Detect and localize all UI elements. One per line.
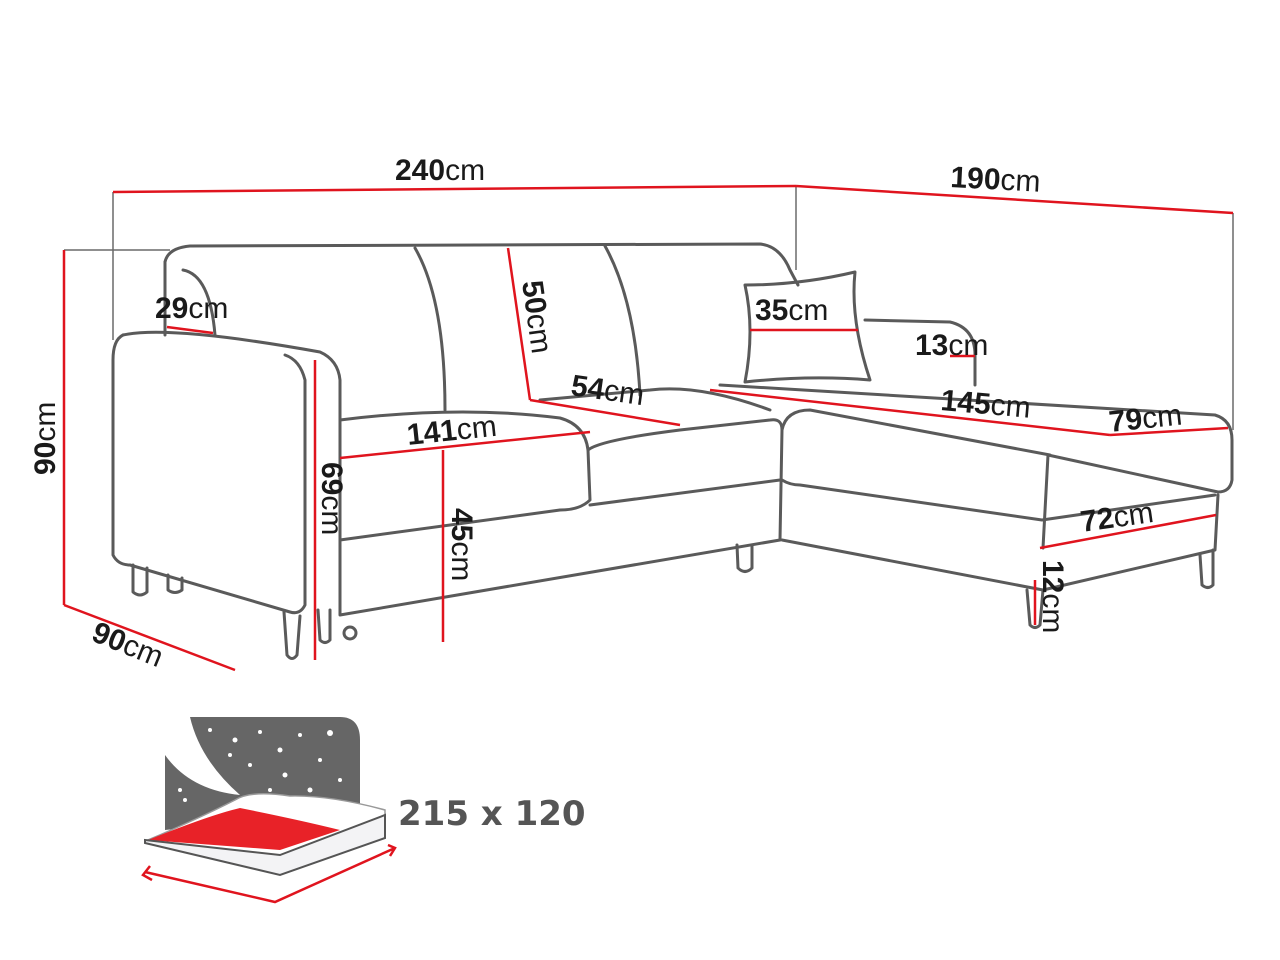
label-cushion: 35cm — [755, 294, 828, 327]
label-seat-height: 45cm — [445, 508, 478, 581]
dimension-labels: 240cm 190cm 90cm 90cm 29cm 50cm 35cm 13c… — [29, 154, 1184, 674]
bed-night-icon: 215 x 120 — [141, 717, 586, 904]
sofa-outline — [111, 242, 1234, 660]
label-chaise-arm: 13cm — [915, 329, 988, 362]
label-height: 90cm — [29, 402, 62, 475]
label-chaise-length: 190cm — [950, 161, 1042, 199]
extension-lines — [64, 186, 1234, 430]
label-chaise-width: 79cm — [1107, 398, 1183, 438]
label-armrest-width: 29cm — [155, 292, 228, 325]
label-seat-depth: 54cm — [569, 369, 646, 412]
label-depth: 90cm — [87, 616, 167, 674]
label-backrest-height: 50cm — [515, 278, 558, 355]
label-arm-height: 69cm — [315, 462, 348, 535]
label-seat-width: 141cm — [405, 410, 498, 452]
label-chaise-seat-length: 145cm — [939, 384, 1032, 425]
dimension-lines — [62, 184, 1234, 672]
bed-size-label: 215 x 120 — [398, 794, 586, 834]
label-chaise-front-width: 72cm — [1078, 496, 1155, 539]
label-total-width: 240cm — [395, 154, 485, 187]
label-leg-height: 12cm — [1036, 560, 1069, 633]
